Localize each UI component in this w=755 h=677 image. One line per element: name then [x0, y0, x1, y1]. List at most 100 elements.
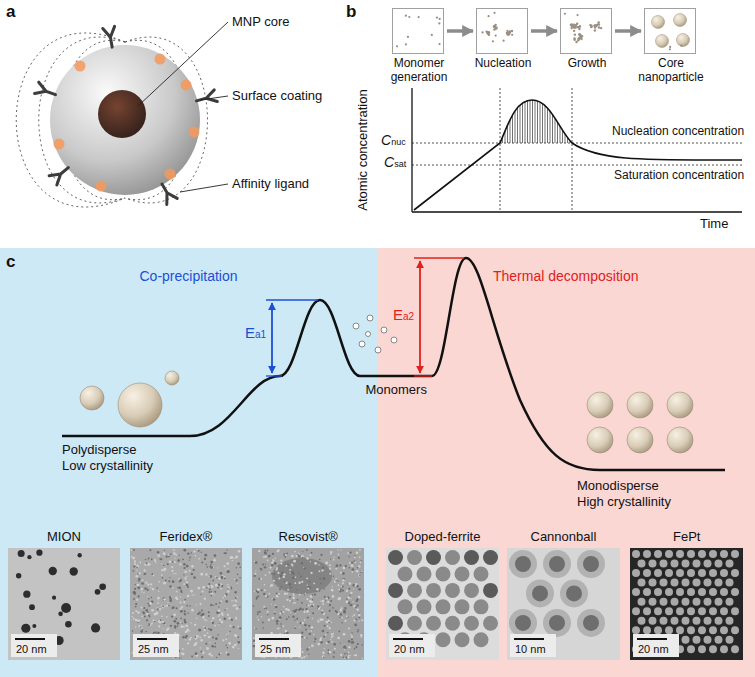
grain	[215, 584, 218, 587]
drawing-part	[180, 184, 228, 192]
grain	[338, 598, 341, 601]
grain	[306, 598, 308, 600]
particle	[474, 632, 489, 647]
grain	[218, 584, 221, 587]
tem-texture	[8, 548, 120, 660]
grain	[132, 630, 134, 632]
grain	[348, 640, 351, 643]
grain	[219, 619, 221, 621]
grain	[329, 610, 331, 612]
grain	[137, 620, 139, 622]
particle	[720, 588, 728, 596]
particle	[483, 616, 498, 631]
scale-label: 25 nm	[258, 643, 293, 656]
particle	[407, 550, 422, 565]
grain	[304, 594, 305, 595]
grain	[258, 595, 260, 597]
panel-title: Co-precipitation	[140, 268, 238, 285]
grain	[157, 599, 158, 600]
grain	[194, 594, 195, 595]
monomer-dot	[502, 40, 504, 42]
part-label: Surface coating	[232, 88, 322, 104]
monomer-dot	[680, 45, 682, 47]
drawing-part	[96, 181, 107, 192]
grain	[134, 588, 136, 590]
monomer-dot	[570, 27, 572, 29]
hatch-line	[515, 95, 516, 143]
drawing-part	[189, 127, 200, 138]
grain	[157, 551, 159, 553]
grain	[319, 570, 321, 572]
grain	[178, 578, 180, 580]
grain	[316, 588, 318, 590]
grain	[309, 581, 311, 583]
grain	[317, 605, 319, 607]
guide-lines	[412, 88, 742, 212]
grain	[317, 643, 320, 646]
grain	[348, 556, 350, 558]
particle	[455, 632, 470, 647]
grain	[157, 632, 158, 633]
grain	[232, 604, 234, 606]
monomer-dot	[439, 18, 441, 20]
grain	[327, 632, 328, 633]
grain	[140, 626, 142, 628]
grain	[163, 599, 165, 601]
grain	[314, 641, 316, 643]
grain	[166, 556, 168, 558]
particle	[654, 550, 662, 558]
grain	[185, 625, 188, 628]
grain	[312, 618, 313, 619]
grain	[322, 603, 324, 605]
particle	[27, 555, 31, 559]
grain	[187, 552, 189, 554]
grain	[174, 561, 176, 563]
grain	[343, 633, 345, 635]
grain	[348, 646, 350, 648]
particle	[671, 617, 679, 625]
particle	[61, 603, 71, 613]
particle	[632, 607, 640, 615]
stage-box: Nucleation	[476, 8, 528, 54]
grain	[346, 601, 349, 604]
grain	[239, 577, 240, 578]
grain	[205, 643, 207, 645]
grain	[208, 611, 210, 613]
nanoparticles	[80, 371, 693, 453]
panel-letter: b	[346, 2, 356, 22]
particle	[474, 566, 489, 581]
grain	[264, 551, 267, 554]
grain	[196, 635, 199, 638]
grain	[283, 553, 286, 556]
grain	[180, 596, 181, 597]
tem-image: Doped-ferrite20 nm	[386, 548, 499, 660]
particle	[543, 609, 571, 637]
grain	[322, 652, 324, 654]
grain	[281, 572, 283, 574]
particle	[682, 579, 690, 587]
grain	[303, 609, 305, 611]
grain	[210, 566, 213, 569]
grain	[334, 648, 336, 650]
grain	[138, 580, 140, 582]
particle	[649, 560, 657, 568]
stage-label: Nucleation	[459, 56, 547, 70]
grain	[253, 637, 255, 639]
grain	[258, 578, 260, 580]
grain	[149, 616, 151, 618]
monomer-dot	[595, 24, 597, 26]
grain	[294, 551, 296, 553]
drawing-part	[587, 392, 613, 418]
grain	[191, 565, 194, 568]
grain	[344, 649, 345, 650]
grain	[185, 635, 187, 637]
level-symbol: Cnuc	[381, 132, 406, 151]
grain	[149, 558, 150, 559]
particle	[665, 607, 673, 615]
grain	[133, 549, 135, 551]
grain	[176, 591, 178, 593]
grain	[136, 599, 138, 601]
grain	[289, 596, 291, 598]
monomer-dot	[488, 15, 490, 17]
grain	[280, 623, 282, 625]
